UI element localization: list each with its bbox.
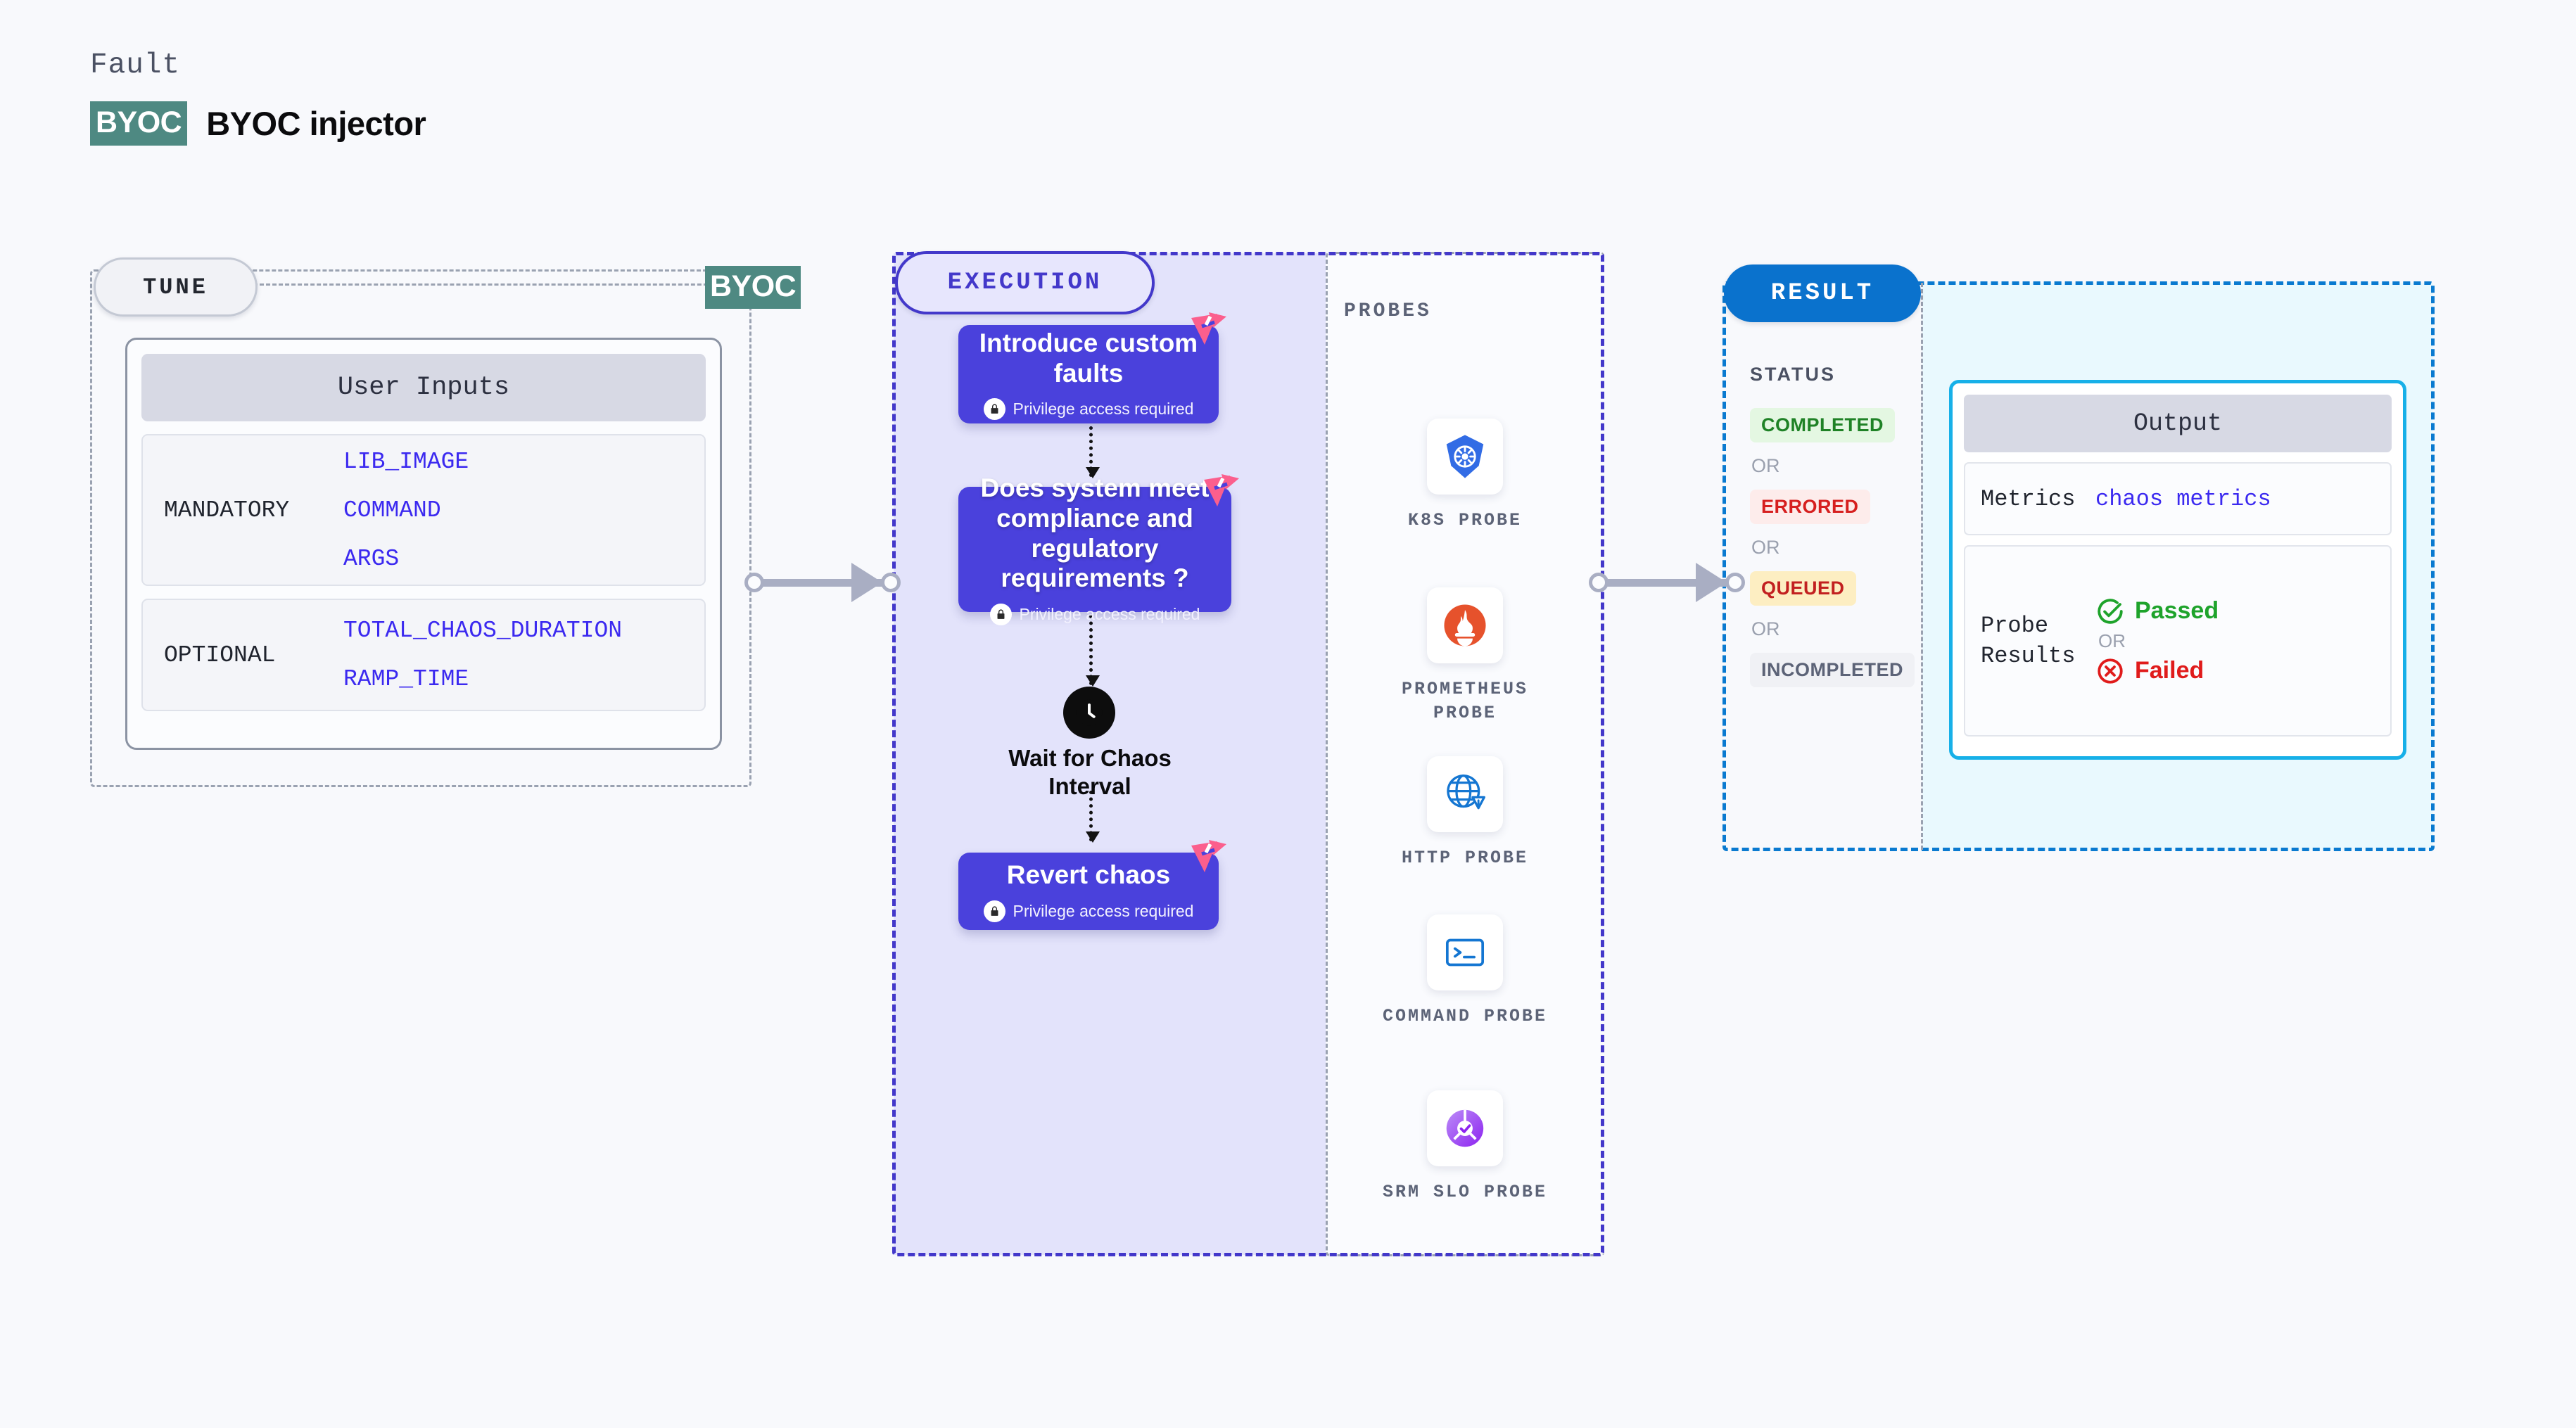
execution-node-revert-chaos[interactable]: Revert chaos Privilege access required [958,840,1226,930]
check-circle-icon [2095,597,2125,626]
connector-start-dot [1589,573,1609,592]
title-row: BYOC BYOC injector [90,101,426,146]
probe-prometheus[interactable]: PROMETHEUS PROBE [1373,587,1556,725]
harness-icon [1202,474,1241,509]
connector-shaft [1600,579,1735,587]
srm-slo-icon [1427,1090,1503,1166]
node-title: Revert chaos [1006,860,1171,890]
x-circle-icon [2095,656,2125,686]
param-total-chaos-duration[interactable]: TOTAL_CHAOS_DURATION [343,618,623,644]
tune-section [90,269,751,787]
status-badge-queued: QUEUED [1750,571,1856,606]
lock-icon [989,604,1012,626]
probe-results-row: Probe Results Passed OR [1964,545,2392,737]
status-label: STATUS [1750,364,1836,385]
tune-pill-label[interactable]: TUNE [94,257,258,317]
flow-arrow-2 [1086,615,1100,687]
param-command[interactable]: COMMAND [343,497,441,523]
metrics-label: Metrics [1981,485,2076,512]
probe-srm-slo[interactable]: SRM SLO PROBE [1373,1090,1556,1204]
probe-result-or: OR [2098,630,2126,651]
flow-arrow-3 [1086,791,1100,843]
status-badge-incompleted: INCOMPLETED [1750,653,1915,687]
status-badge-errored: ERRORED [1750,490,1870,524]
status-list: COMPLETED OR ERRORED OR QUEUED OR INCOMP… [1750,408,1915,687]
probe-label: HTTP PROBE [1401,848,1529,868]
probe-label: SRM SLO PROBE [1382,1182,1548,1202]
probe-results-label: Probe Results [1981,612,2076,669]
metrics-row: Metrics chaos metrics [1964,462,2392,535]
param-group-mandatory: MANDATORY LIB_IMAGE COMMAND ARGS [141,434,706,586]
probe-http[interactable]: HTTP PROBE [1373,756,1556,870]
page-title: BYOC injector [206,105,426,142]
privilege-row: Privilege access required [983,900,1194,922]
privilege-row: Privilege access required [989,604,1200,626]
output-header: Output [1964,395,2392,452]
flow-arrow-1 [1086,426,1100,478]
param-lib-image[interactable]: LIB_IMAGE [343,448,469,475]
result-pill-label[interactable]: RESULT [1724,264,1921,322]
arrow-head-icon [1696,563,1727,602]
passed-label: Passed [2135,597,2219,624]
execution-node-introduce-custom-faults[interactable]: Introduce custom faults Privilege access… [958,312,1226,423]
arrow-head-icon [851,563,882,602]
probe-label: PROMETHEUS PROBE [1401,679,1529,723]
harness-icon [1189,840,1229,875]
result-divider [1921,283,1923,850]
privilege-row: Privilege access required [983,398,1194,421]
terminal-icon [1427,914,1503,990]
node-title: Introduce custom faults [979,328,1198,388]
param-value-list: LIB_IMAGE COMMAND ARGS [343,423,469,597]
connector-tune-to-execution [744,561,901,604]
probe-result-failed: Failed [2095,656,2219,686]
param-group-label: MANDATORY [164,497,290,523]
param-value-list: TOTAL_CHAOS_DURATION RAMP_TIME [343,601,622,709]
param-group-optional: OPTIONAL TOTAL_CHAOS_DURATION RAMP_TIME [141,599,706,711]
probe-result-passed: Passed [2095,597,2219,626]
param-ramp-time[interactable]: RAMP_TIME [343,666,469,692]
connector-start-dot [744,573,764,592]
execution-node-compliance-question[interactable]: Does system meet compliance and regulato… [958,473,1239,626]
lock-icon [983,900,1005,922]
status-or: OR [1751,618,1780,639]
probe-label: K8S PROBE [1407,510,1523,530]
user-inputs-card: User Inputs MANDATORY LIB_IMAGE COMMAND … [125,338,722,750]
connector-execution-to-result [1589,561,1745,604]
lock-icon [983,398,1005,421]
privilege-text: Privilege access required [1013,400,1194,419]
prometheus-icon [1427,587,1503,663]
harness-icon [1189,312,1229,348]
probe-label: COMMAND PROBE [1382,1006,1548,1026]
status-badge-completed: COMPLETED [1750,408,1896,442]
byoc-badge: BYOC [90,101,188,146]
status-or: OR [1751,455,1780,476]
fault-kicker: Fault [90,49,181,82]
probe-command[interactable]: COMMAND PROBE [1373,914,1556,1028]
byoc-tag: BYOC [705,266,801,309]
failed-label: Failed [2135,657,2204,684]
wait-for-chaos-interval-label: Wait for Chaos Interval [1008,745,1172,799]
output-card: Output Metrics chaos metrics Probe Resul… [1949,380,2406,760]
user-inputs-header: User Inputs [141,354,706,421]
connector-shaft [756,579,891,587]
kubernetes-icon [1427,419,1503,495]
status-or: OR [1751,537,1780,558]
execution-section [892,252,1604,1256]
http-globe-icon [1427,756,1503,832]
probe-results-values: Passed OR Failed [2095,597,2219,686]
connector-end-dot [881,573,901,592]
tune-dashed-connector [253,283,746,286]
privilege-text: Privilege access required [1013,901,1194,920]
param-args[interactable]: ARGS [343,545,400,572]
node-title: Does system meet compliance and regulato… [980,473,1210,593]
execution-pill-label[interactable]: EXECUTION [895,251,1155,314]
connector-end-dot [1725,573,1745,592]
privilege-text: Privilege access required [1019,605,1200,624]
clock-icon [1063,687,1115,739]
param-group-label: OPTIONAL [164,642,276,668]
probes-section-label: PROBES [1344,300,1432,322]
page-header: Fault BYOC BYOC injector [90,49,426,146]
probe-k8s[interactable]: K8S PROBE [1373,419,1556,533]
metrics-value[interactable]: chaos metrics [2095,485,2271,512]
